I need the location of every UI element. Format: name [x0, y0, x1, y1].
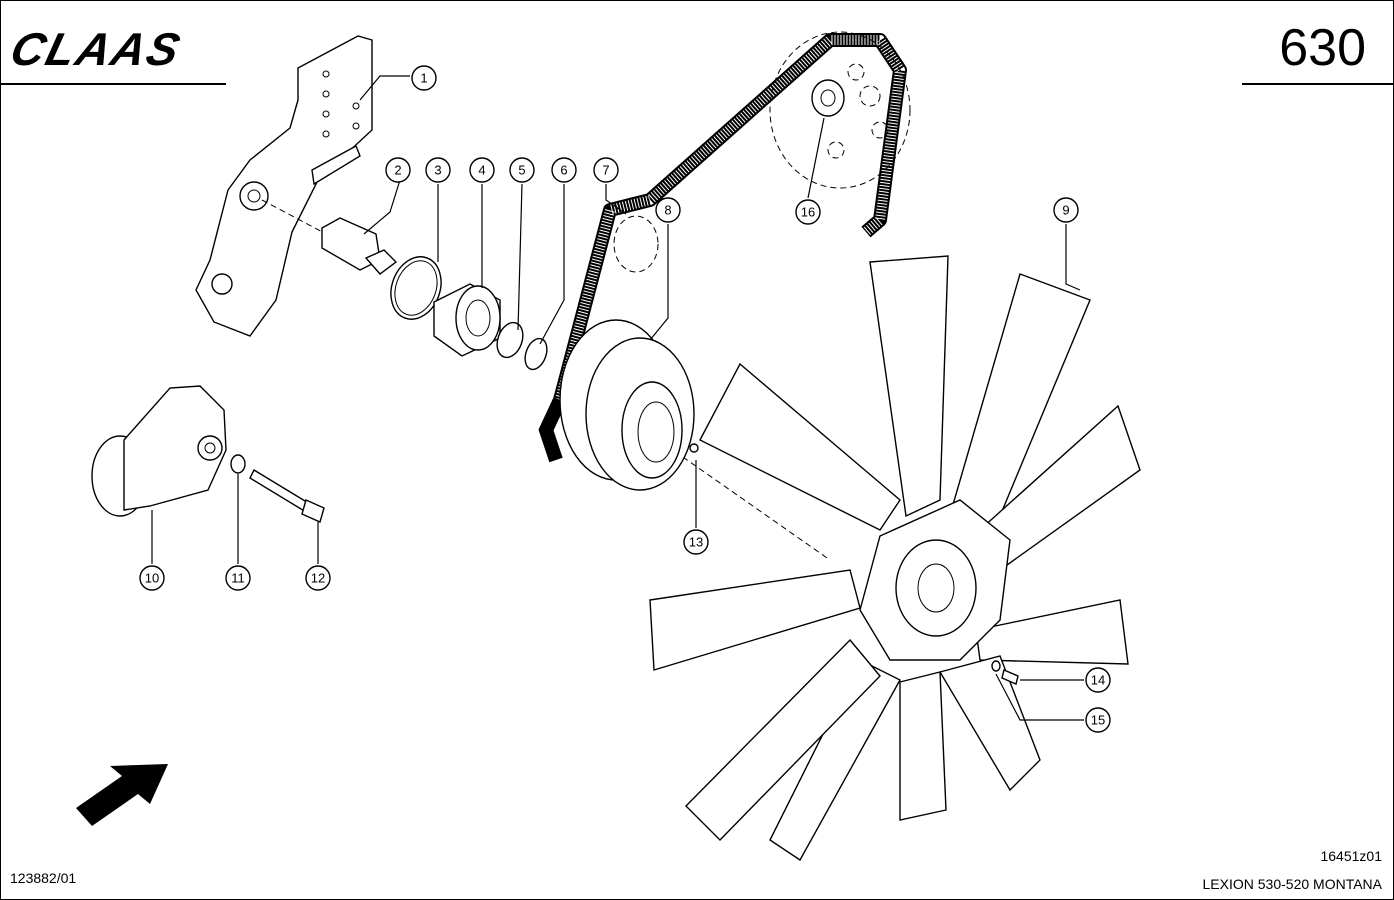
callout-9: 9 [1053, 197, 1079, 223]
callout-7: 7 [593, 157, 619, 183]
model-name: LEXION 530-520 MONTANA [1202, 876, 1382, 892]
svg-text:1: 1 [420, 71, 427, 86]
callout-5: 5 [509, 157, 535, 183]
callout-12: 12 [305, 565, 331, 591]
idler-pulley-part [769, 31, 911, 189]
svg-text:2: 2 [394, 163, 401, 178]
svg-text:11: 11 [231, 571, 245, 586]
svg-text:10: 10 [145, 571, 159, 586]
stud-part [321, 217, 398, 275]
arrow-icon [76, 764, 168, 826]
figure-code: 16451z01 [1320, 848, 1382, 864]
hub-washer-part [991, 660, 1001, 672]
svg-text:15: 15 [1091, 713, 1105, 728]
drawing-reference: 123882/01 [10, 870, 77, 886]
callout-6: 6 [551, 157, 577, 183]
callout-13: 13 [683, 529, 709, 555]
callout-4: 4 [469, 157, 495, 183]
svg-text:16: 16 [801, 205, 815, 220]
svg-text:8: 8 [664, 203, 671, 218]
page-number: 630 [1279, 19, 1366, 77]
fan-pulley-part [559, 319, 695, 491]
callout-10: 10 [139, 565, 165, 591]
svg-text:14: 14 [1091, 673, 1105, 688]
ring-6-part [524, 337, 548, 371]
callout-15: 15 [1085, 707, 1111, 733]
svg-text:6: 6 [560, 163, 567, 178]
bolt-part [249, 469, 325, 523]
svg-text:5: 5 [518, 163, 525, 178]
ring-5-part [496, 321, 524, 359]
bracket-part [195, 35, 373, 337]
svg-text:13: 13 [689, 535, 703, 550]
washer-part [230, 454, 246, 474]
callout-16: 16 [795, 199, 821, 225]
callout-11: 11 [225, 565, 251, 591]
svg-text:7: 7 [602, 163, 609, 178]
fan-part [649, 255, 1141, 862]
hub-screw-part [1001, 669, 1019, 685]
callout-8: 8 [655, 197, 681, 223]
svg-text:3: 3 [434, 163, 441, 178]
tensioner-part [91, 385, 227, 517]
bearing-part [433, 283, 501, 357]
callout-14: 14 [1085, 667, 1111, 693]
callout-2: 2 [385, 157, 411, 183]
leader-lines [151, 75, 1084, 721]
snap-ring-part [390, 256, 442, 320]
callout-3: 3 [425, 157, 451, 183]
svg-text:12: 12 [311, 571, 325, 586]
svg-text:9: 9 [1062, 203, 1069, 218]
svg-text:4: 4 [478, 163, 485, 178]
callout-1: 1 [411, 65, 437, 91]
